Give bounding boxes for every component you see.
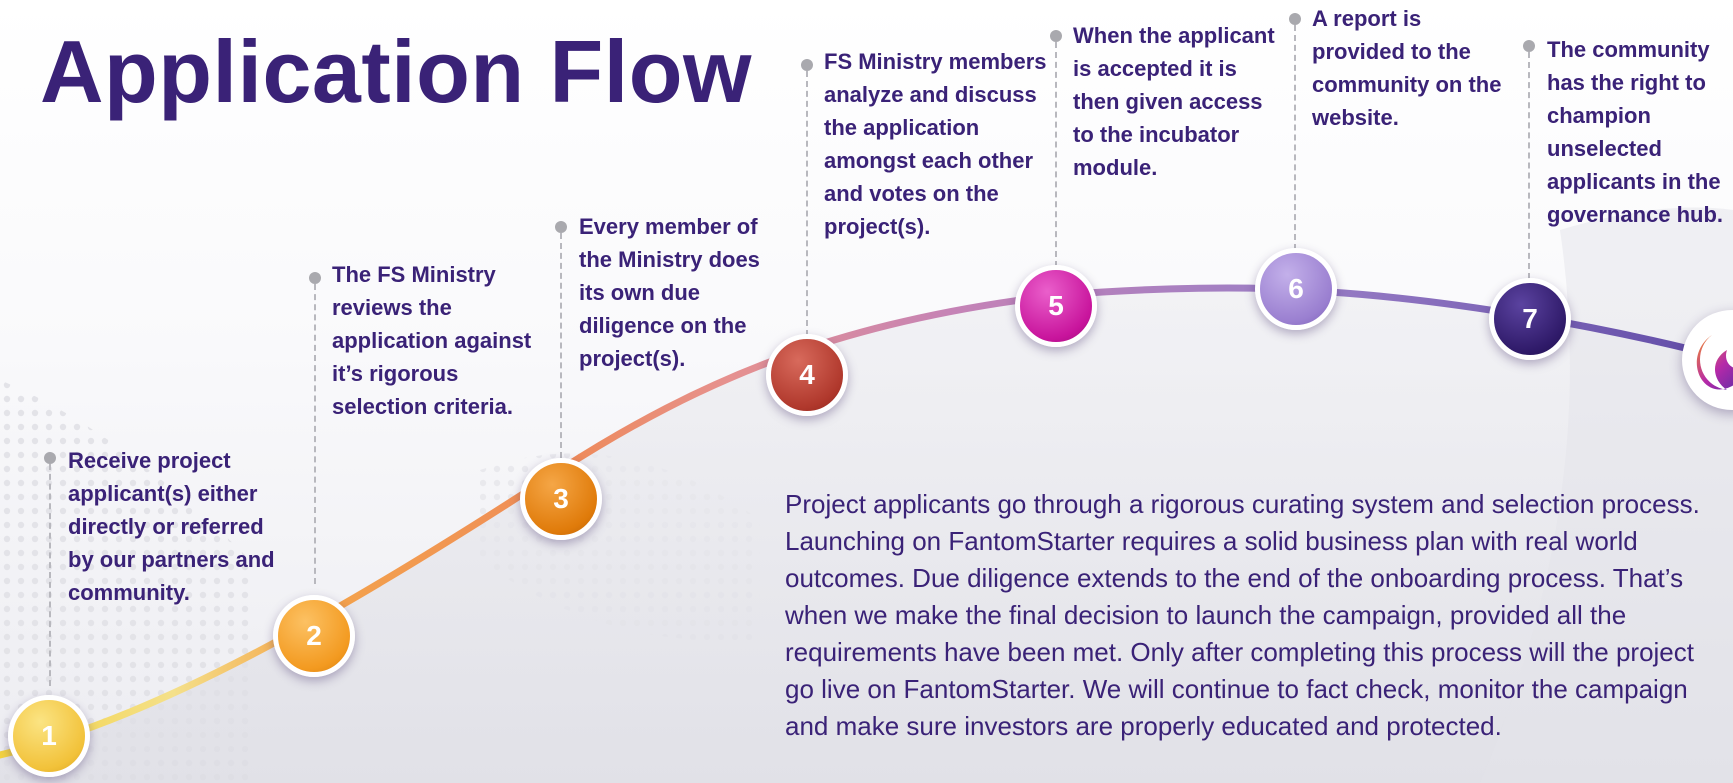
step-1-leader-dot bbox=[44, 452, 56, 464]
step-2-marker: 2 bbox=[273, 595, 355, 677]
right-shade bbox=[1480, 207, 1733, 783]
step-1-leader-line bbox=[49, 464, 51, 686]
step-4-number: 4 bbox=[799, 359, 815, 390]
step-5-leader-line bbox=[1055, 42, 1057, 267]
step-6-leader-dot bbox=[1289, 13, 1301, 25]
dot-texture-left bbox=[0, 380, 250, 783]
step-1-number: 1 bbox=[41, 720, 57, 751]
step-6-marker: 6 bbox=[1255, 248, 1337, 330]
step-3-number: 3 bbox=[553, 483, 569, 514]
step-6-leader-line bbox=[1294, 25, 1296, 250]
step-7-marker: 7 bbox=[1489, 278, 1571, 360]
step-2-leader-line bbox=[314, 284, 316, 584]
step-5-text: When the applicant is accepted it is the… bbox=[1073, 23, 1275, 180]
step-4-leader-dot bbox=[801, 59, 813, 71]
step-3-marker: 3 bbox=[520, 458, 602, 540]
step-4-text: FS Ministry members analyze and discuss … bbox=[824, 49, 1047, 239]
step-6-text: A report is provided to the community on… bbox=[1312, 6, 1502, 130]
step-6-number: 6 bbox=[1288, 273, 1304, 304]
step-1-marker: 1 bbox=[8, 695, 90, 777]
hill-shape bbox=[0, 288, 1733, 783]
step-2-leader-dot bbox=[309, 272, 321, 284]
step-2-text: The FS Ministry reviews the application … bbox=[332, 262, 532, 419]
step-7-number: 7 bbox=[1522, 303, 1538, 334]
step-3-leader-dot bbox=[555, 221, 567, 233]
step-4-leader-line bbox=[806, 71, 808, 336]
process-description: Project applicants go through a rigorous… bbox=[785, 489, 1700, 741]
step-2-number: 2 bbox=[306, 620, 322, 651]
step-3-leader-line bbox=[560, 233, 562, 458]
step-5-number: 5 bbox=[1048, 290, 1064, 321]
step-1-text: Receive project applicant(s) either dire… bbox=[68, 448, 275, 605]
step-7-leader-dot bbox=[1523, 40, 1535, 52]
step-3-text: Every member of the Ministry does its ow… bbox=[579, 214, 760, 371]
step-4-marker: 4 bbox=[766, 334, 848, 416]
step-7-leader-line bbox=[1528, 52, 1530, 279]
page-title: Application Flow bbox=[40, 22, 752, 121]
step-5-leader-dot bbox=[1050, 30, 1062, 42]
step-5-marker: 5 bbox=[1015, 265, 1097, 347]
step-7-text: The community has the right to champion … bbox=[1547, 37, 1724, 227]
